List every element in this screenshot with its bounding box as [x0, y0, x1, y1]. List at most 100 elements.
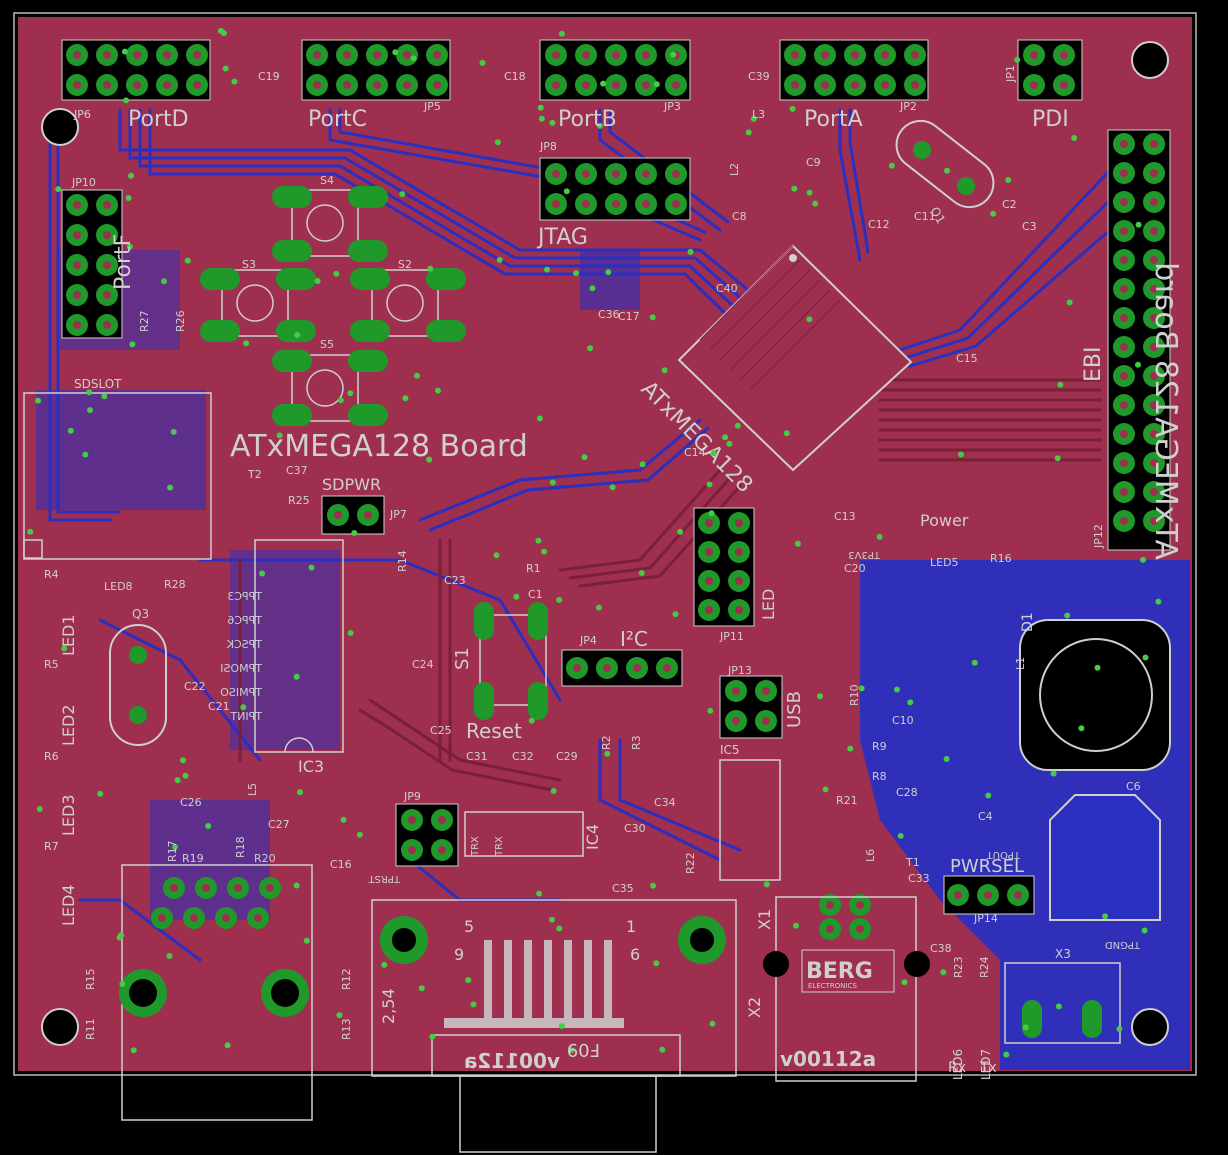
pad-hole: [133, 51, 141, 59]
pad-hole: [1120, 430, 1128, 438]
via: [1050, 770, 1057, 777]
via: [392, 49, 399, 56]
via: [1102, 913, 1109, 920]
via: [1135, 221, 1142, 228]
capacitor-label: C35: [612, 882, 634, 895]
label-tx: Tx: [979, 1060, 997, 1076]
ic5: [719, 759, 781, 881]
pad-hole: [642, 200, 650, 208]
pad-hole: [1120, 227, 1128, 235]
pad-hole: [403, 81, 411, 89]
via: [595, 604, 602, 611]
pad-hole: [103, 201, 111, 209]
via: [672, 611, 679, 618]
header-pads: [66, 44, 1165, 940]
label-i2c: I²C: [620, 627, 648, 651]
via: [418, 985, 425, 992]
via: [587, 345, 594, 352]
pad-hole: [103, 231, 111, 239]
pad-hole: [158, 914, 166, 922]
via: [293, 882, 300, 889]
pad-hole: [408, 846, 416, 854]
ic3-pin-label: TPPC3: [227, 590, 263, 603]
via: [793, 922, 799, 929]
via: [465, 977, 472, 984]
via: [347, 390, 354, 397]
via: [414, 372, 420, 379]
pad-hole: [791, 51, 799, 59]
label-portF: PortF: [111, 234, 136, 290]
via: [528, 717, 535, 724]
via: [763, 881, 770, 888]
pad-hole: [735, 548, 743, 556]
via: [706, 481, 713, 488]
via: [535, 537, 542, 544]
pad-hole: [1120, 198, 1128, 206]
via: [161, 278, 167, 285]
via: [130, 1047, 137, 1054]
pad-hole: [1030, 81, 1038, 89]
pad-hole: [642, 170, 650, 178]
pad-hole: [343, 81, 351, 89]
pad-hole: [1120, 459, 1128, 467]
via: [303, 937, 310, 944]
via: [550, 788, 557, 794]
capacitor-label: C1: [528, 588, 543, 601]
via: [847, 745, 854, 752]
pad-hole: [612, 81, 620, 89]
label-jp9: JP9: [403, 790, 421, 803]
label-tpgnd: TPGND: [1105, 939, 1141, 950]
pad-hole: [73, 291, 81, 299]
label-jp10: JP10: [71, 176, 96, 189]
label-led4: LED4: [59, 884, 78, 926]
via: [659, 1046, 666, 1053]
via: [549, 479, 556, 486]
label-x3: X3: [1055, 947, 1071, 961]
via: [351, 530, 358, 536]
resistor-label: R23: [952, 956, 965, 978]
via: [722, 434, 729, 441]
capacitor-label: C37: [286, 464, 308, 477]
via: [1055, 1003, 1062, 1010]
via: [943, 756, 950, 762]
capacitor-c6: [1049, 794, 1161, 921]
via: [649, 314, 656, 321]
label-x1: X1: [755, 909, 774, 930]
via: [513, 593, 520, 600]
via: [1071, 135, 1078, 141]
pad-hole: [313, 51, 321, 59]
via: [638, 570, 645, 576]
via: [184, 257, 191, 264]
berg-connector: [763, 896, 930, 1082]
resistor-label: R10: [848, 684, 861, 706]
via: [558, 1023, 565, 1030]
pad-hole: [1120, 140, 1128, 148]
capacitor-label: C14: [684, 446, 706, 459]
via: [333, 270, 340, 277]
via: [119, 981, 126, 987]
resistor-label: R5: [44, 658, 59, 671]
via: [549, 119, 556, 126]
pad-hole: [911, 81, 919, 89]
resistor-label: R15: [84, 968, 97, 990]
resistor-label: R7: [44, 840, 59, 853]
via: [726, 440, 733, 447]
pad-hole: [1120, 285, 1128, 293]
resistor-label: R25: [288, 494, 310, 507]
resistor-label: R24: [978, 956, 991, 978]
via: [126, 243, 133, 250]
pad-hole: [1060, 81, 1068, 89]
ic3-pin-label: TPMISO: [220, 686, 263, 699]
label-rx: Rx: [948, 1060, 966, 1076]
via: [1054, 455, 1061, 462]
label-f09: F09: [567, 1039, 600, 1060]
via: [563, 188, 570, 195]
pad-hole: [642, 51, 650, 59]
via: [1078, 725, 1085, 732]
pad-hole: [612, 170, 620, 178]
board-title: ATxMEGA128 Board: [230, 429, 528, 464]
pad-hole: [334, 511, 342, 519]
capacitor-label: C3: [1022, 220, 1037, 233]
label-l3: L3: [752, 108, 765, 121]
via: [653, 960, 660, 967]
